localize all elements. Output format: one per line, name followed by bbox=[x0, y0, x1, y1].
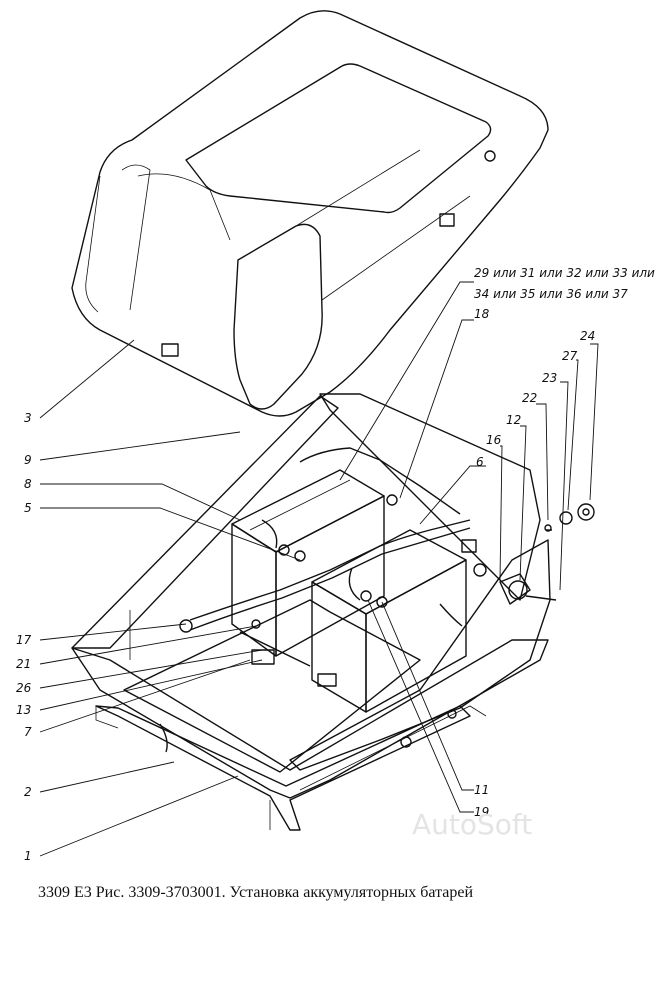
callout-16: 16 bbox=[486, 433, 502, 447]
battery-box bbox=[71, 393, 551, 831]
figure-caption: 3309 E3 Рис. 3309-3703001. Установка акк… bbox=[38, 884, 474, 901]
callout-22: 22 bbox=[522, 391, 537, 405]
callout-labels: 29 или 31 или 32 или 33 или 34 или 35 ил… bbox=[16, 266, 655, 863]
callout-23: 23 bbox=[542, 371, 557, 385]
callout-24: 24 bbox=[580, 329, 595, 343]
callout-29: 29 или 31 или 32 или 33 или bbox=[474, 266, 655, 280]
callout-2: 2 bbox=[24, 785, 32, 799]
callout-7: 7 bbox=[24, 725, 32, 739]
callout-19: 19 bbox=[474, 805, 489, 819]
callout-26: 26 bbox=[16, 681, 32, 695]
callout-18: 18 bbox=[474, 307, 490, 321]
callout-8: 8 bbox=[24, 477, 32, 491]
callout-9: 9 bbox=[24, 453, 32, 467]
battery-cover bbox=[71, 10, 549, 417]
callout-21: 21 bbox=[16, 657, 31, 671]
callout-3: 3 bbox=[24, 411, 32, 425]
callout-5: 5 bbox=[24, 501, 32, 515]
leader-lines bbox=[39, 281, 599, 857]
battery-cables bbox=[179, 447, 477, 687]
callout-6: 6 bbox=[476, 455, 484, 469]
callout-13: 13 bbox=[16, 703, 31, 717]
callout-11: 11 bbox=[474, 783, 489, 797]
battery-left bbox=[231, 469, 385, 657]
side-fasteners bbox=[159, 503, 595, 753]
callout-1: 1 bbox=[24, 849, 32, 863]
callout-12: 12 bbox=[506, 413, 521, 427]
callout-29-line2: 34 или 35 или 36 или 37 bbox=[474, 287, 628, 301]
callout-27: 27 bbox=[562, 349, 578, 363]
battery-installation-diagram: 29 или 31 или 32 или 33 или 34 или 35 ил… bbox=[16, 10, 655, 863]
watermark: AutoSoft bbox=[412, 808, 532, 841]
callout-17: 17 bbox=[16, 633, 32, 647]
